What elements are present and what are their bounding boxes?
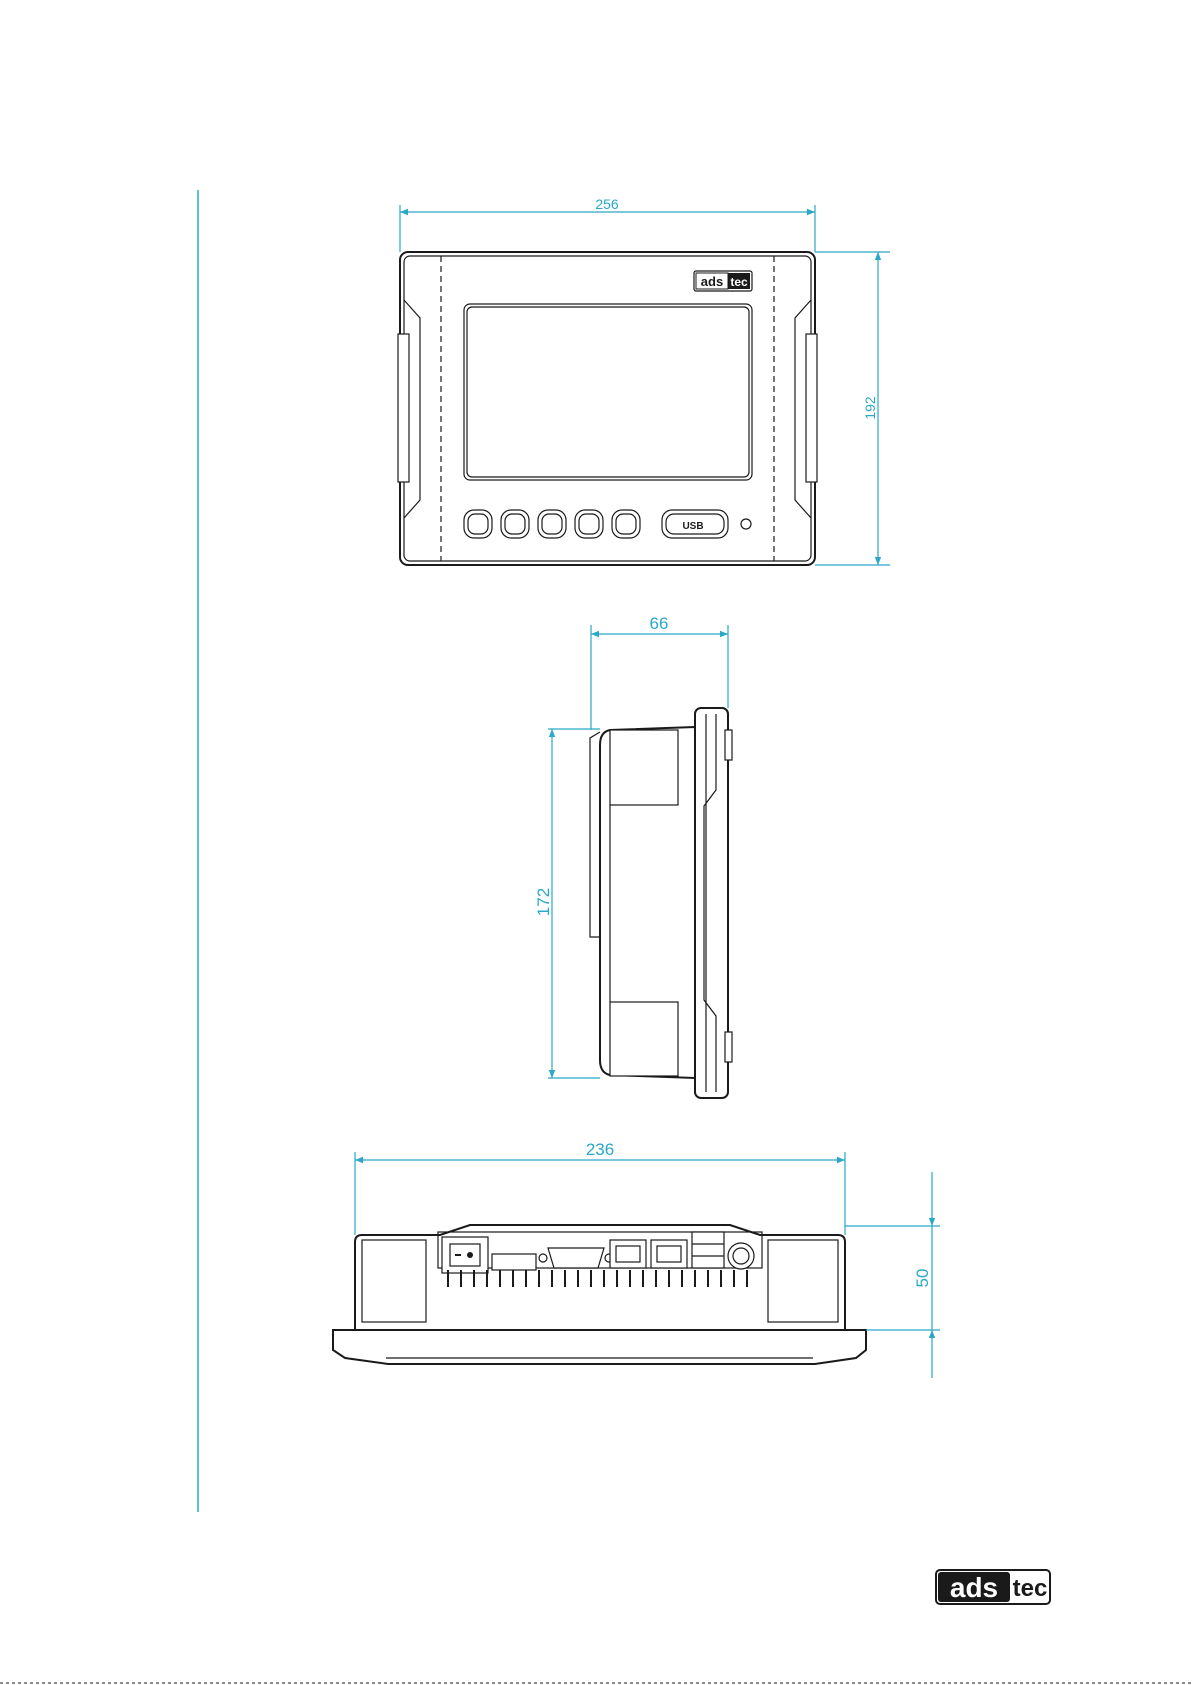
function-keys bbox=[464, 510, 640, 538]
bottom-view: 236 50 bbox=[333, 1140, 940, 1378]
front-logo-text-2: tec bbox=[730, 275, 748, 289]
dim-256-label: 256 bbox=[595, 196, 619, 212]
dim-192-label: 192 bbox=[862, 396, 878, 420]
bottom-bezel bbox=[333, 1330, 866, 1364]
front-grip-right-slot bbox=[806, 334, 817, 482]
dim-236-label: 236 bbox=[586, 1140, 614, 1159]
status-led bbox=[741, 519, 751, 529]
footer-logo-text-2: tec bbox=[1013, 1575, 1048, 1602]
front-logo-text-1: ads bbox=[701, 274, 723, 289]
side-bezel bbox=[695, 708, 728, 1098]
display-screen bbox=[464, 304, 752, 480]
usb-label: USB bbox=[682, 521, 703, 532]
side-grip-bottom bbox=[610, 1002, 678, 1076]
bottom-block-right bbox=[768, 1240, 838, 1322]
footer-logo: ads tec bbox=[936, 1570, 1050, 1604]
power-terminal bbox=[492, 1254, 536, 1270]
side-bezel-knob-top bbox=[725, 730, 732, 760]
bottom-block-left bbox=[362, 1240, 426, 1322]
usb-stack bbox=[692, 1232, 724, 1268]
front-view: ads tec USB 256 192 bbox=[398, 196, 890, 565]
ps2-port bbox=[728, 1243, 754, 1269]
power-switch-rocker bbox=[450, 1244, 480, 1266]
serial-port bbox=[548, 1248, 604, 1268]
dim-172-label: 172 bbox=[534, 888, 553, 916]
side-view: 66 172 bbox=[534, 614, 732, 1098]
dim-66-label: 66 bbox=[650, 614, 669, 633]
front-grip-left-slot bbox=[398, 334, 409, 482]
front-logo: ads tec bbox=[694, 271, 752, 291]
footer-logo-text-1: ads bbox=[950, 1572, 998, 1603]
side-bezel-knob-bottom bbox=[725, 1032, 732, 1062]
dim-50-label: 50 bbox=[913, 1269, 932, 1288]
side-mount-plate bbox=[590, 732, 600, 937]
side-grip-top bbox=[610, 730, 678, 805]
